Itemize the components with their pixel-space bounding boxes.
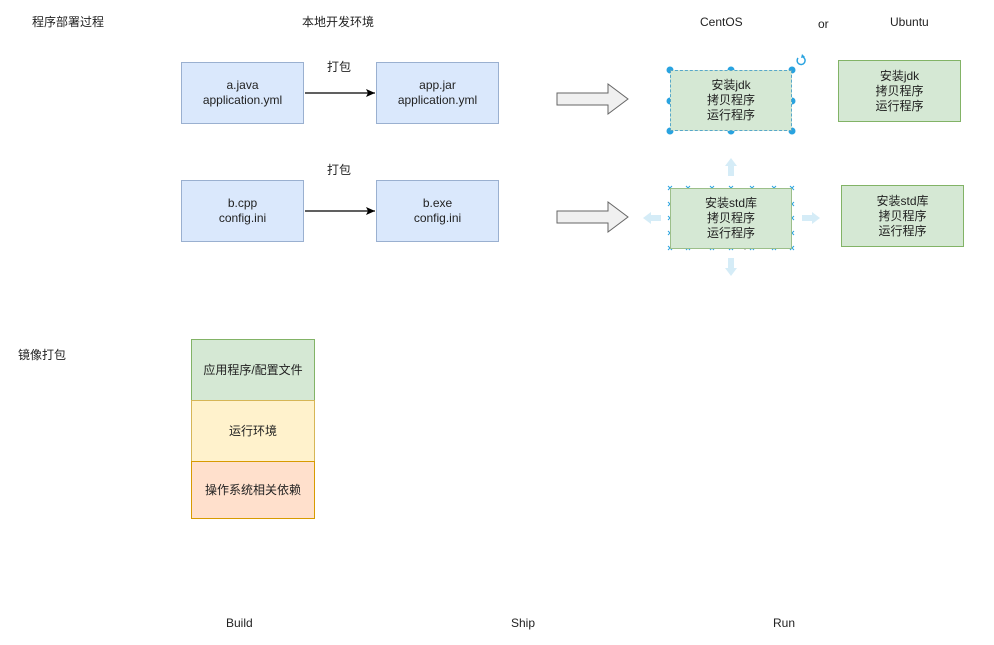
box-line: a.java: [226, 78, 259, 92]
box-line: 运行程序: [706, 108, 755, 122]
box-line: b.exe: [422, 196, 453, 210]
box-line: 运行程序: [875, 98, 924, 113]
ship-arrow-1: [556, 83, 629, 115]
box-line: 拷贝程序: [878, 208, 927, 223]
page-title: 程序部署过程: [32, 15, 105, 29]
hover-direction-arrows[interactable]: [643, 158, 820, 276]
stage-run: Run: [773, 616, 796, 630]
box-line: application.yml: [202, 93, 283, 107]
layer-label: 应用程序/配置文件: [203, 362, 303, 377]
box-line: 拷贝程序: [875, 83, 924, 98]
box-line: config.ini: [218, 211, 267, 225]
layer-runtime[interactable]: 运行环境: [191, 400, 315, 462]
source-box-java[interactable]: a.java application.yml: [181, 62, 304, 124]
centos-std-box[interactable]: 安装std库 拷贝程序 运行程序: [670, 188, 792, 249]
centos-label: CentOS: [700, 15, 743, 29]
rotate-icon[interactable]: [796, 56, 806, 66]
ship-arrow-2: [556, 201, 629, 233]
ubuntu-std-box[interactable]: 安装std库 拷贝程序 运行程序: [841, 185, 964, 247]
pack-label-1: 打包: [327, 60, 352, 74]
pack-label-2: 打包: [327, 163, 352, 177]
package-box-jar[interactable]: app.jar application.yml: [376, 62, 499, 124]
layer-label: 运行环境: [228, 423, 277, 438]
box-line: 运行程序: [706, 226, 755, 240]
image-pack-label: 镜像打包: [18, 348, 67, 362]
box-line: 安装jdk: [879, 68, 920, 83]
box-line: 运行程序: [878, 223, 927, 238]
layer-label: 操作系统相关依赖: [204, 482, 301, 497]
box-line: b.cpp: [227, 196, 258, 210]
ubuntu-jdk-box[interactable]: 安装jdk 拷贝程序 运行程序: [838, 60, 961, 122]
box-line: application.yml: [397, 93, 478, 107]
box-line: 安装jdk: [711, 78, 751, 92]
source-box-cpp[interactable]: b.cpp config.ini: [181, 180, 304, 242]
stage-build: Build: [226, 616, 253, 630]
ubuntu-label: Ubuntu: [890, 15, 929, 29]
package-box-exe[interactable]: b.exe config.ini: [376, 180, 499, 242]
stage-ship: Ship: [511, 616, 536, 630]
local-env-label: 本地开发环境: [302, 15, 375, 29]
box-line: app.jar: [419, 78, 456, 92]
box-line: 拷贝程序: [706, 211, 755, 225]
box-line: config.ini: [413, 211, 462, 225]
box-line: 安装std库: [704, 196, 757, 210]
centos-jdk-box[interactable]: 安装jdk 拷贝程序 运行程序: [670, 70, 792, 131]
box-line: 拷贝程序: [706, 93, 755, 107]
layer-app-config[interactable]: 应用程序/配置文件: [191, 339, 315, 401]
layer-os-deps[interactable]: 操作系统相关依赖: [191, 461, 315, 519]
box-line: 安装std库: [876, 193, 929, 208]
or-label: or: [818, 17, 829, 31]
